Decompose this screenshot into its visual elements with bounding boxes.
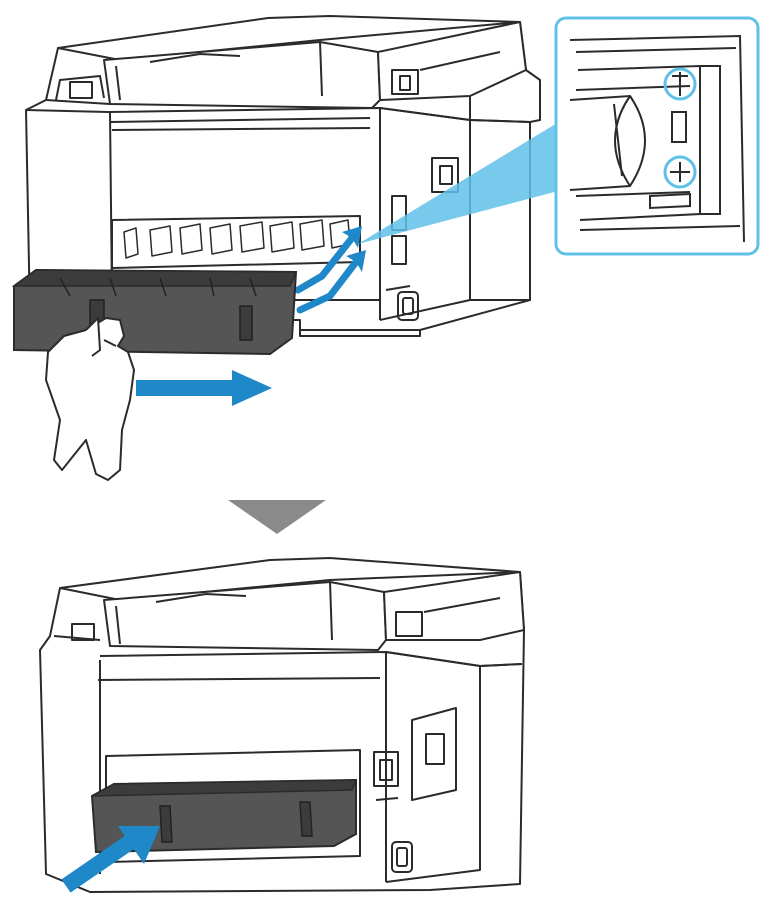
hand-icon: [45, 317, 135, 481]
push-arrow-icon: [61, 826, 160, 893]
direction-arrow-icon: [136, 370, 272, 406]
rear-cover-attached: [90, 778, 358, 854]
printer-top: [25, 15, 541, 337]
insert-slot-arrows: [294, 226, 366, 314]
rear-cover-removed: [11, 268, 298, 356]
zoom-callout: [358, 16, 760, 256]
step-arrow-icon: [228, 500, 326, 534]
